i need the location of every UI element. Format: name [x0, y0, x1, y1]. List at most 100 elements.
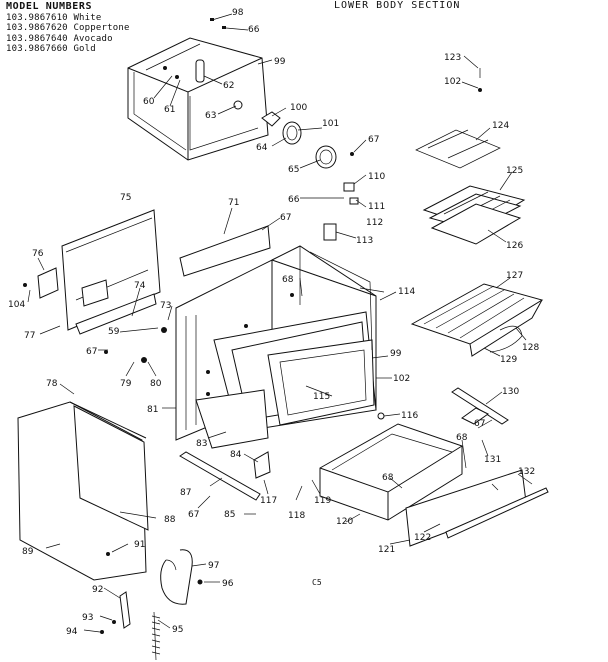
part-label: 74 — [134, 281, 146, 291]
model-color: Gold — [73, 44, 96, 54]
part-label: 68 — [456, 433, 468, 443]
oven-door-drawing — [17, 401, 149, 581]
part-label: 78 — [46, 379, 58, 389]
part-label: 112 — [366, 218, 383, 228]
part-label: 66 — [248, 25, 260, 35]
part-label: 99 — [390, 349, 402, 359]
part-label: 100 — [290, 103, 307, 113]
small-parts-drawing — [104, 68, 509, 425]
part-label: 114 — [398, 287, 415, 297]
part-label: 89 — [22, 547, 34, 557]
model-color: White — [73, 12, 102, 23]
part-label: 61 — [164, 105, 175, 115]
part-label: 67 — [368, 135, 379, 145]
part-label: 102 — [444, 77, 461, 87]
part-label: 113 — [356, 236, 373, 246]
part-label: 96 — [222, 579, 234, 589]
footer-code: C5 — [312, 578, 322, 587]
part-label: 67 — [280, 213, 291, 223]
part-label: 64 — [256, 143, 268, 153]
part-label: 76 — [32, 249, 44, 259]
drawer-panel-drawing — [405, 469, 549, 547]
part-label: 92 — [92, 585, 103, 595]
model-numbers-block: MODEL NUMBERS 103.9867610 White 103.9867… — [6, 1, 130, 55]
model-number: 103.9867640 — [6, 33, 68, 44]
part-label: 120 — [336, 517, 353, 527]
storage-drawer-drawing — [319, 423, 463, 521]
part-label: 123 — [444, 53, 461, 63]
section-title: LOWER BODY SECTION — [334, 0, 461, 11]
part-label: 73 — [160, 301, 171, 311]
part-label: 95 — [172, 625, 183, 635]
model-row: 103.9867660 Gold — [6, 44, 130, 55]
part-label: 110 — [368, 172, 385, 182]
part-label: 117 — [260, 496, 277, 506]
part-label: 75 — [120, 193, 131, 203]
part-label: 67 — [188, 510, 199, 520]
part-label: 80 — [150, 379, 162, 389]
part-label: 122 — [414, 533, 431, 543]
part-label: 127 — [506, 271, 523, 281]
part-label: 59 — [108, 327, 120, 337]
part-label: 131 — [484, 455, 501, 465]
part-label: 116 — [401, 411, 418, 421]
part-label: 115 — [313, 392, 330, 402]
part-label: 88 — [164, 515, 176, 525]
part-label: 132 — [518, 467, 535, 477]
oven-top-box-drawing — [127, 18, 269, 161]
part-label: 129 — [500, 355, 517, 365]
part-label: 63 — [205, 111, 216, 121]
part-label: 67 — [474, 419, 485, 429]
part-label: 62 — [223, 81, 234, 91]
model-row: 103.9867640 Avocado — [6, 34, 130, 45]
part-label: 68 — [382, 473, 394, 483]
part-label: 125 — [506, 166, 523, 176]
part-label: 67 — [86, 347, 97, 357]
part-label: 77 — [24, 331, 35, 341]
model-color: Coppertone — [73, 23, 130, 33]
part-label: 126 — [506, 241, 523, 251]
part-label: 124 — [492, 121, 509, 131]
leader-lines — [27, 13, 533, 633]
part-label: 68 — [282, 275, 294, 285]
part-labels: 98 66 99 62 60 61 63 100 101 64 65 67 11… — [8, 8, 539, 637]
oven-body-drawing — [175, 225, 377, 449]
bulb-socket-drawing — [261, 111, 354, 169]
part-label: 98 — [232, 8, 244, 18]
oven-rack-drawing — [410, 283, 544, 357]
part-label: 104 — [8, 300, 25, 310]
part-label: 128 — [522, 343, 539, 353]
back-panel-drawing — [23, 209, 161, 335]
part-label: 93 — [82, 613, 93, 623]
part-label: 121 — [378, 545, 395, 555]
model-row: 103.9867610 White — [6, 13, 130, 24]
part-label: 81 — [147, 405, 158, 415]
part-label: 79 — [120, 379, 132, 389]
part-label: 130 — [502, 387, 519, 397]
bottom-rail-drawing — [179, 451, 271, 501]
part-label: 102 — [393, 374, 410, 384]
part-label: 65 — [288, 165, 299, 175]
part-label: 60 — [143, 97, 155, 107]
part-label: 97 — [208, 561, 219, 571]
model-number: 103.9867610 — [6, 12, 68, 23]
part-label: 87 — [180, 488, 191, 498]
part-label: 71 — [228, 198, 239, 208]
part-label: 91 — [134, 540, 145, 550]
part-label: 66 — [288, 195, 300, 205]
part-label: 94 — [66, 627, 78, 637]
part-label: 85 — [224, 510, 235, 520]
model-number: 103.9867620 — [6, 23, 68, 33]
model-numbers-title: MODEL NUMBERS — [6, 1, 93, 12]
part-label: 84 — [230, 450, 242, 460]
part-label: 83 — [196, 439, 207, 449]
part-label: 99 — [274, 57, 286, 67]
part-label: 118 — [288, 511, 305, 521]
door-hinge-drawing — [100, 549, 203, 661]
part-label: 119 — [314, 496, 331, 506]
model-color: Avocado — [73, 33, 113, 44]
broiler-pan-drawing — [415, 129, 526, 245]
part-label: 111 — [368, 202, 385, 212]
